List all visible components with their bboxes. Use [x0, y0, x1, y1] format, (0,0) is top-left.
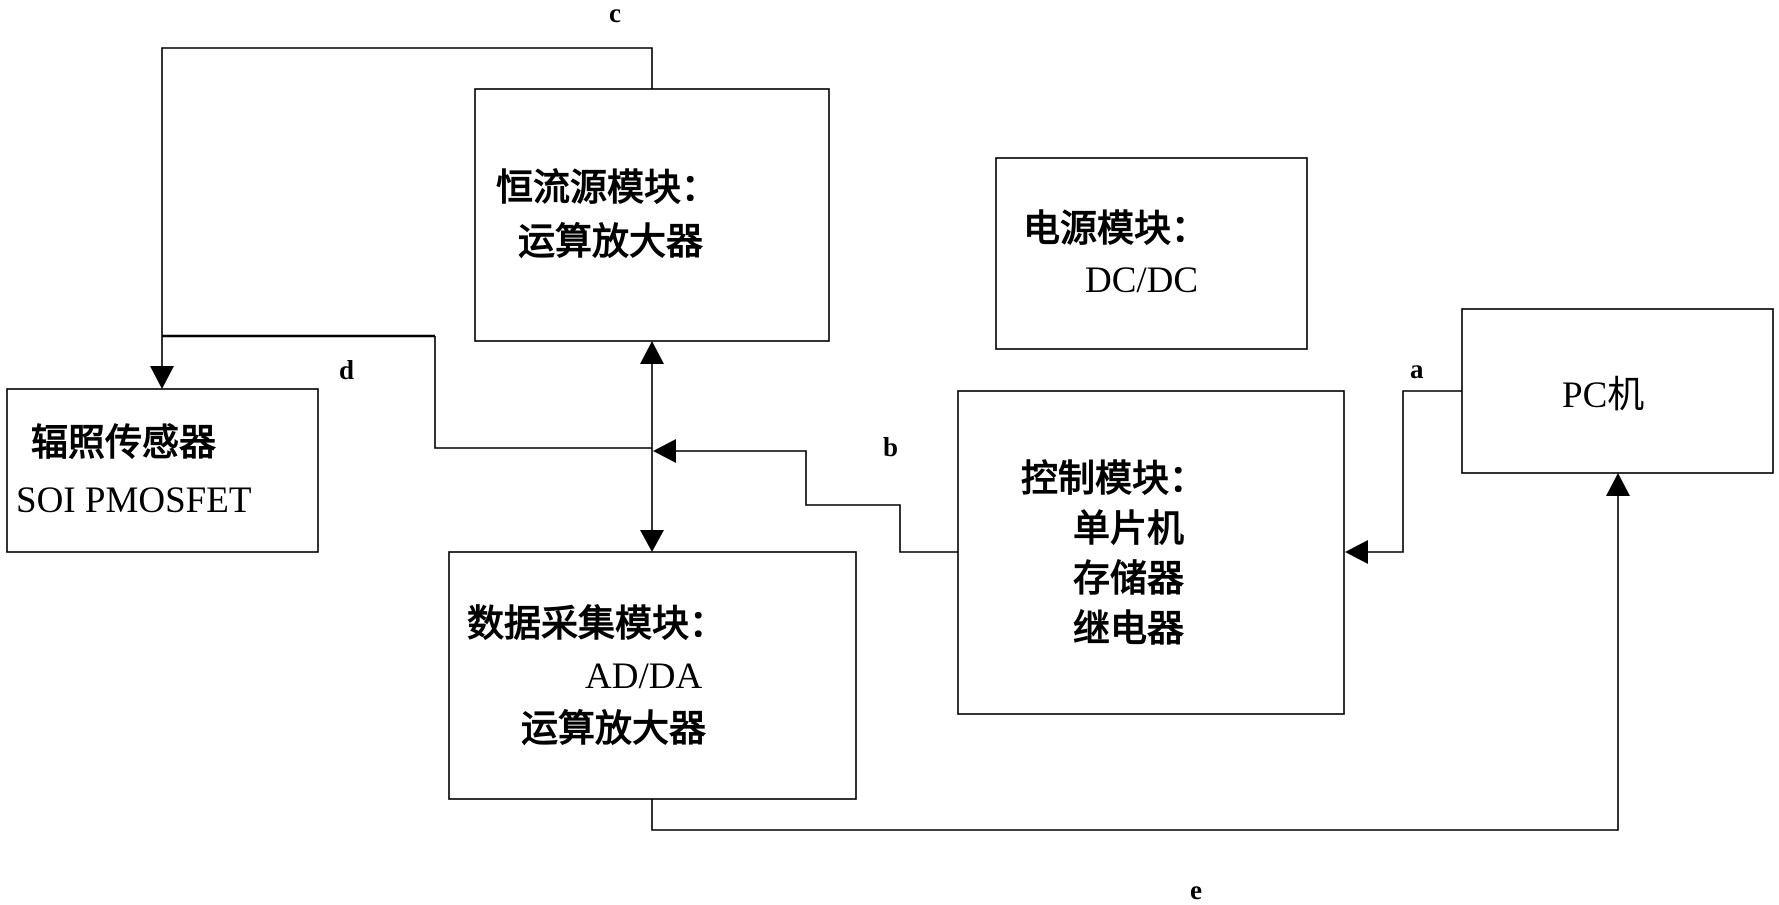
edge-label-a: a [1410, 354, 1424, 384]
radiation-sensor-title: 辐照传感器 [31, 420, 217, 464]
pc-box [1461, 308, 1774, 474]
bus-arrowhead-up [640, 341, 664, 364]
data-acquisition-title: 数据采集模块： [467, 601, 726, 645]
constant-current-module-block: 恒流源模块： 运算放大器 [474, 88, 830, 342]
edge-label-c: c [609, 0, 621, 28]
edge-a-arrowhead [1345, 540, 1368, 564]
data-acquisition-module-box [448, 551, 857, 800]
edge-c-arrowhead [150, 366, 174, 389]
control-module-line-3: 存储器 [1073, 556, 1185, 600]
constant-current-subtitle: 运算放大器 [518, 219, 704, 263]
bus-arrowhead-down [640, 530, 664, 552]
edge-b-arrowhead [653, 439, 676, 463]
control-module-block: 控制模块： 单片机 存储器 继电器 [957, 390, 1345, 715]
pc-label: PC机 [1562, 375, 1644, 416]
edge-label-b: b [883, 432, 898, 462]
control-module-box [957, 390, 1345, 715]
data-acquisition-line-3: 运算放大器 [521, 706, 707, 750]
pc-block: PC机 [1461, 308, 1774, 474]
edge-d-wire-lower [434, 336, 652, 449]
data-acquisition-line-2: AD/DA [585, 656, 702, 697]
control-module-line-4: 继电器 [1073, 606, 1185, 650]
edge-b-wire [676, 450, 958, 553]
edge-a-wire [1368, 390, 1462, 553]
radiation-sensor-box [6, 388, 319, 553]
constant-current-module-box [474, 88, 830, 342]
edge-label-e: e [1190, 875, 1202, 905]
constant-current-title: 恒流源模块： [496, 165, 718, 209]
power-module-subtitle: DC/DC [1085, 260, 1198, 301]
edge-e-wire [651, 496, 1619, 831]
data-acquisition-module-block: 数据采集模块： AD/DA 运算放大器 [448, 551, 857, 800]
power-module-box [995, 157, 1308, 350]
radiation-sensor-subtitle: SOI PMOSFET [16, 480, 251, 521]
edge-label-d: d [339, 355, 354, 385]
power-module-block: 电源模块： DC/DC [995, 157, 1308, 350]
radiation-sensor-block: 辐照传感器 SOI PMOSFET [6, 388, 319, 553]
power-module-title: 电源模块： [1023, 206, 1208, 250]
edge-c-wire [161, 47, 653, 366]
control-module-line-2: 单片机 [1073, 506, 1184, 550]
edge-e-arrowhead [1606, 473, 1630, 496]
control-module-title: 控制模块： [1021, 456, 1206, 500]
